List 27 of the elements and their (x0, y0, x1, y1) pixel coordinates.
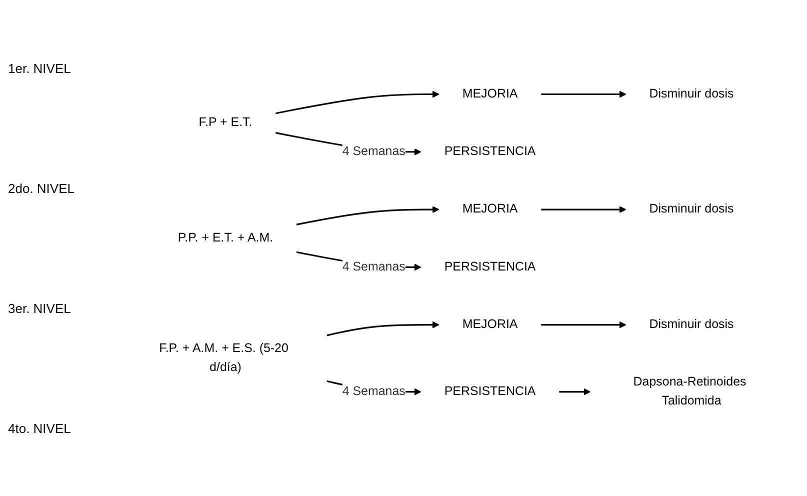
level-label: 4to. NIVEL (8, 420, 72, 436)
node-text: P.P. + E.T. + A.M. (178, 232, 274, 245)
arrow (296, 206, 440, 226)
node-text: Dapsona-Retinoides Talidomida (633, 376, 746, 408)
arrow (541, 206, 626, 214)
arrow (541, 322, 626, 329)
node-text: Disminuir dosis (649, 202, 734, 216)
edge-label: 4 Semanas (342, 145, 406, 158)
arrow (326, 322, 440, 336)
arrow (559, 388, 591, 396)
node-text: Disminuir dosis (649, 318, 734, 332)
arrow (275, 91, 440, 114)
level-label: 1er. NIVEL (8, 60, 72, 76)
node-text: PERSISTENCIA (444, 260, 536, 274)
node-text: MEJORIA (462, 88, 518, 101)
node-text: MEJORIA (462, 318, 518, 332)
node-text: MEJORIA (462, 202, 518, 216)
level-label: 2do. NIVEL (8, 180, 76, 196)
node-text: Disminuir dosis (649, 88, 734, 101)
node-text: F.P. + A.M. + E.S. (5-20 d/día) (159, 342, 288, 374)
node-text: PERSISTENCIA (444, 385, 536, 398)
arrow (541, 91, 626, 98)
node-text: PERSISTENCIA (444, 145, 536, 158)
edge-label: 4 Semanas (342, 260, 406, 274)
level-label: 3er. NIVEL (8, 300, 72, 316)
edge-label: 4 Semanas (342, 385, 406, 398)
node-text: F.P + E.T. (198, 116, 252, 130)
